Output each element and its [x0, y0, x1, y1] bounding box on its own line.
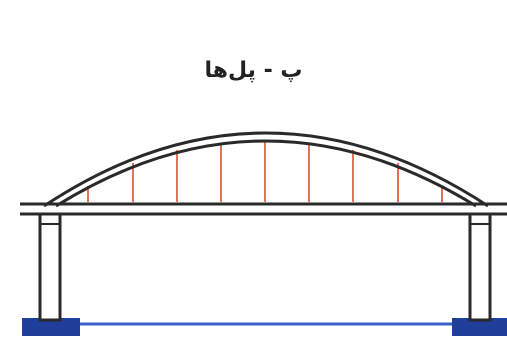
figure-caption: پ - پل‌ها [204, 58, 303, 83]
bridge-deck [20, 202, 507, 216]
left-pier [38, 212, 62, 322]
hangers [87, 140, 443, 202]
right-pier [468, 212, 492, 322]
right-footing [452, 318, 507, 336]
arch [43, 131, 489, 208]
left-footing [22, 318, 80, 336]
